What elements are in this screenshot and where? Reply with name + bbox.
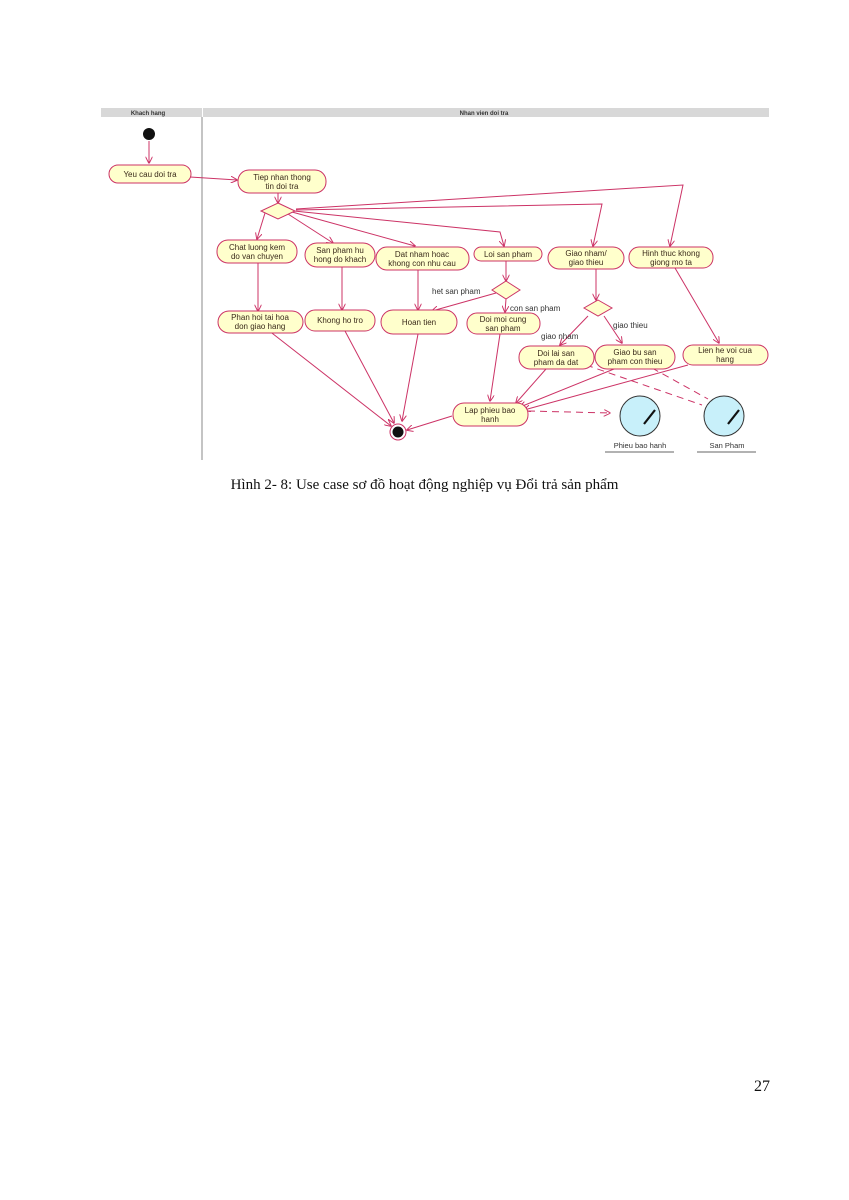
start-node [143,128,155,140]
label-contact-shop: hang [716,355,734,364]
label-wrong-order: khong con nhu cau [388,259,456,268]
node-defect [473,246,543,262]
label-deliver-missing: Giao bu san [613,348,656,357]
edge-deliver-missing-product [651,367,709,400]
end-node-ring [389,423,407,441]
guard-in-stock: con san pham [510,304,561,313]
edge-decision-wrong-delivery [295,203,603,246]
label-exchange-same: Doi moi cung [480,315,527,324]
label-exchange-same: san pham [485,324,520,333]
edge-decision-wrong-order [291,211,415,246]
node-exchange-ordered [518,345,595,370]
lane-label-staff: Nhan vien doi tra [460,111,509,117]
guard-missing-item: giao thieu [613,321,648,330]
end-node [392,426,404,438]
label-damaged: San pham hu [316,246,364,255]
label-wrong-delivery: Giao nham/ [565,249,607,258]
label-wrong-delivery: giao thieu [569,258,604,267]
edge-exchange-ordered-product [585,364,703,406]
label-quality: do van chuyen [231,252,283,261]
label-deliver-missing: pham con thieu [608,357,663,366]
activity-diagram: Khach hang Nhan vien doi tra [101,108,769,460]
guard-wrong-item: giao nham [541,332,579,341]
entity-product-icon [703,395,745,437]
lane-label-customer: Khach hang [131,111,166,117]
edge-deliver-missing-warranty [520,368,615,407]
node-refund [380,309,458,335]
node-mismatch [628,246,714,269]
edge-decision2-exchange [505,298,506,312]
edge-warranty-end [407,415,453,430]
figure-caption: Hình 2- 8: Use case sơ đồ hoạt động nghi… [230,477,619,493]
node-no-support [304,309,376,332]
node-labels: Yeu cau doi tra Tiep nhan thong tin doi … [123,170,752,424]
edge-warranty-object [527,411,610,413]
label-exchange-ordered: pham da dat [534,358,579,367]
node-wrong-delivery [547,246,625,270]
node-request [108,164,192,184]
node-warranty-slip [452,402,529,427]
label-invoice-feedback: don giao hang [235,322,286,331]
node-damaged [304,242,376,268]
label-no-support: Khong ho tro [317,316,363,325]
label-refund: Hoan tien [402,318,436,327]
lane-header-staff [203,108,769,117]
node-contact-shop [682,344,769,366]
label-mismatch: Hinh thuc khong [642,249,700,258]
page-number: 27 [754,1078,770,1095]
lane-header-customer [101,108,202,117]
edge-decision-damaged [287,213,333,243]
entity-warranty-icon-mark [643,409,656,425]
edge-decision-quality [257,212,266,239]
label-damaged: hong do khach [314,255,367,264]
edge-request-receive [189,177,237,180]
edges [149,141,719,430]
node-quality [216,239,298,264]
entity-warranty-icon [619,395,661,437]
edge-decision3-deliver-missing [603,315,622,343]
decision-reason [259,202,297,220]
label-mismatch: giong mo ta [650,258,692,267]
edge-decision-defect [293,210,504,246]
label-request: Yeu cau doi tra [123,170,177,179]
edge-decision2-refund [432,292,497,311]
edge-decision3-exchange-ordered [560,315,589,345]
label-receive: tin doi tra [266,182,299,191]
node-deliver-missing [594,344,676,370]
edge-mismatch-contact [674,267,719,343]
entity-product-icon-mark [727,409,740,425]
node-receive [237,169,327,194]
label-quality: Chat luong kem [229,243,285,252]
object-product: San Pham [697,395,756,453]
edge-exchange-ordered-warranty [516,368,547,403]
label-contact-shop: Lien he voi cua [698,346,752,355]
label-warranty-slip: Lap phieu bao [465,406,516,415]
label-defect: Loi san pham [484,250,532,259]
label-invoice-feedback: Phan hoi tai hoa [231,313,289,322]
node-wrong-order [375,246,470,271]
edge-refund-end [402,333,419,421]
label-receive: Tiep nhan thong [253,173,311,182]
decision-stock [491,280,521,300]
edge-invoice-end [267,329,391,426]
label-warranty-slip: hanh [481,415,499,424]
edge-contact-warranty [524,364,689,410]
object-product-label: San Pham [709,441,744,450]
object-warranty: Phieu bao hanh [605,395,674,453]
label-wrong-order: Dat nham hoac [395,250,449,259]
edge-nosupport-end [344,330,394,423]
guard-out-of-stock: het san pham [432,287,481,296]
node-invoice-feedback [217,310,304,334]
edge-decision-mismatch [295,184,684,246]
object-warranty-label: Phieu bao hanh [614,441,667,450]
edge-exchange-warranty [490,333,501,401]
decision-delivery [582,299,614,317]
node-exchange-same [466,312,541,335]
label-exchange-ordered: Doi lai san [537,349,574,358]
